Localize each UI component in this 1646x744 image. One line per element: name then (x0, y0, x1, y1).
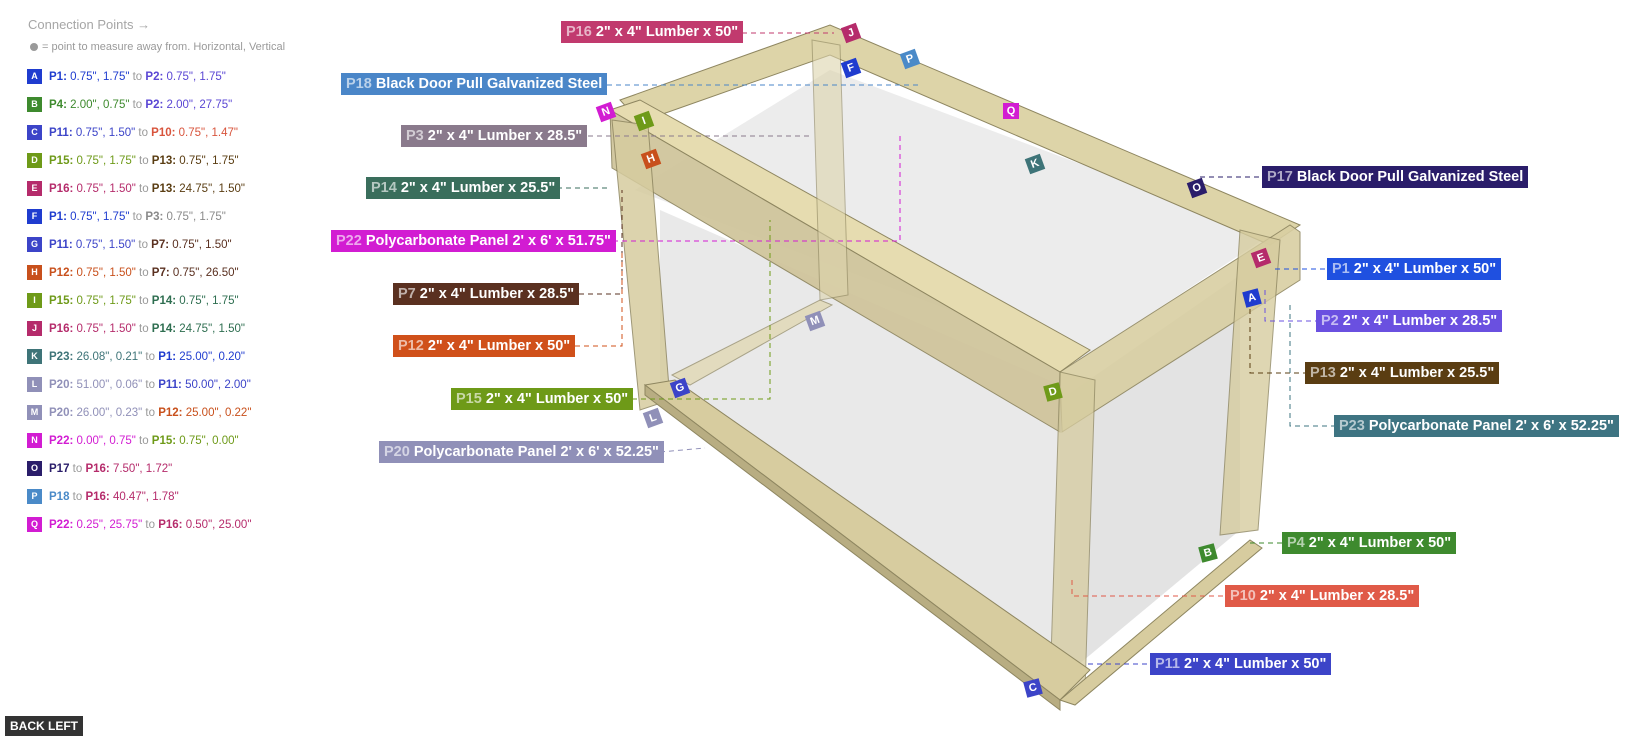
part-name: 2" x 4" Lumber x 28.5" (427, 128, 583, 144)
connection-description: P16: 0.75", 1.50" to P14: 24.75", 1.50" (49, 323, 246, 335)
connection-letter-badge: C (27, 125, 42, 140)
part-id: P11 (1155, 656, 1180, 672)
top-panel (635, 70, 1270, 360)
part-name: Polycarbonate Panel 2' x 6' x 51.75" (365, 233, 611, 249)
part-id: P10 (1230, 588, 1256, 604)
bottom-front-rail-edge (644, 383, 1061, 712)
part-id: P7 (398, 286, 416, 302)
connection-description: P1: 0.75", 1.75" to P3: 0.75", 1.75" (49, 211, 226, 223)
connection-description: P15: 0.75", 1.75" to P13: 0.75", 1.75" (49, 155, 239, 167)
part-name: Polycarbonate Panel 2' x 6' x 52.25" (413, 444, 659, 460)
connection-letter-badge: P (27, 489, 42, 504)
connection-letter-badge: L (27, 377, 42, 392)
part-id: P20 (384, 444, 410, 460)
connection-points-header[interactable]: Connection Points → (28, 17, 151, 32)
connection-letter-badge: N (27, 433, 42, 448)
connection-points-subtitle: = point to measure away from. Horizontal… (30, 41, 285, 53)
connection-description: P22: 0.25", 25.75" to P16: 0.50", 25.00" (49, 519, 252, 531)
connection-letter-badge: J (27, 321, 42, 336)
connection-letter-badge: I (27, 293, 42, 308)
part-id: P1 (1332, 261, 1350, 277)
part-name: 2" x 4" Lumber x 50" (1353, 261, 1497, 277)
part-name: 2" x 4" Lumber x 25.5" (1339, 365, 1495, 381)
connection-marker-q[interactable]: Q (1003, 103, 1019, 119)
connection-letter-badge: B (27, 97, 42, 112)
connection-letter-badge: M (27, 405, 42, 420)
connection-description: P4: 2.00", 0.75" to P2: 2.00", 27.75" (49, 99, 233, 111)
point-dot-icon (30, 43, 38, 51)
connection-description: P11: 0.75", 1.50" to P10: 0.75", 1.47" (49, 127, 238, 139)
part-name: 2" x 4" Lumber x 50" (427, 338, 571, 354)
connection-description: P23: 26.08", 0.21" to P1: 25.00", 0.20" (49, 351, 246, 363)
part-id: P16 (566, 24, 592, 40)
part-id: P2 (1321, 313, 1339, 329)
part-id: P17 (1267, 169, 1293, 185)
part-name: Black Door Pull Galvanized Steel (1296, 169, 1524, 185)
connection-letter-badge: Q (27, 517, 42, 532)
connection-description: P12: 0.75", 1.50" to P7: 0.75", 26.50" (49, 267, 239, 279)
part-id: P23 (1339, 418, 1365, 434)
part-id: P18 (346, 76, 372, 92)
connection-letter-badge: K (27, 349, 42, 364)
part-name: 2" x 4" Lumber x 28.5" (419, 286, 575, 302)
back-left-view-button[interactable]: BACK LEFT (5, 716, 83, 736)
connection-description: P18 to P16: 40.47", 1.78" (49, 491, 179, 503)
connection-description: P17 to P16: 7.50", 1.72" (49, 463, 173, 475)
connection-description: P11: 0.75", 1.50" to P7: 0.75", 1.50" (49, 239, 232, 251)
part-id: P4 (1287, 535, 1305, 551)
part-name: Black Door Pull Galvanized Steel (375, 76, 603, 92)
part-name: 2" x 4" Lumber x 28.5" (1342, 313, 1498, 329)
part-id: P14 (371, 180, 397, 196)
part-name: Polycarbonate Panel 2' x 6' x 52.25" (1368, 418, 1614, 434)
part-name: 2" x 4" Lumber x 50" (485, 391, 629, 407)
connection-letter-badge: D (27, 153, 42, 168)
part-name: 2" x 4" Lumber x 50" (595, 24, 739, 40)
part-name: 2" x 4" Lumber x 50" (1308, 535, 1452, 551)
connection-letter-badge: G (27, 237, 42, 252)
connection-description: P20: 51.00", 0.06" to P11: 50.00", 2.00" (49, 379, 251, 391)
part-id: P12 (398, 338, 424, 354)
part-id: P3 (406, 128, 424, 144)
connection-description: P20: 26.00", 0.23" to P12: 25.00", 0.22" (49, 407, 252, 419)
connection-description: P1: 0.75", 1.75" to P2: 0.75", 1.75" (49, 71, 226, 83)
part-name: 2" x 4" Lumber x 25.5" (400, 180, 556, 196)
connection-letter-badge: O (27, 461, 42, 476)
connection-description: P22: 0.00", 0.75" to P15: 0.75", 0.00" (49, 435, 239, 447)
connection-letter-badge: E (27, 181, 42, 196)
connection-description: P16: 0.75", 1.50" to P13: 24.75", 1.50" (49, 183, 246, 195)
part-id: P13 (1310, 365, 1336, 381)
connection-letter-badge: F (27, 209, 42, 224)
part-name: 2" x 4" Lumber x 50" (1184, 656, 1327, 672)
connection-letter-badge: H (27, 265, 42, 280)
back-left-post (811, 39, 849, 301)
connection-description: P15: 0.75", 1.75" to P14: 0.75", 1.75" (49, 295, 239, 307)
connection-letter-badge: A (27, 69, 42, 84)
subtitle-text: = point to measure away from. Horizontal… (42, 41, 286, 53)
part-id: P15 (456, 391, 482, 407)
part-name: 2" x 4" Lumber x 28.5" (1259, 588, 1415, 604)
back-right-post (1219, 229, 1281, 536)
part-id: P22 (336, 233, 362, 249)
